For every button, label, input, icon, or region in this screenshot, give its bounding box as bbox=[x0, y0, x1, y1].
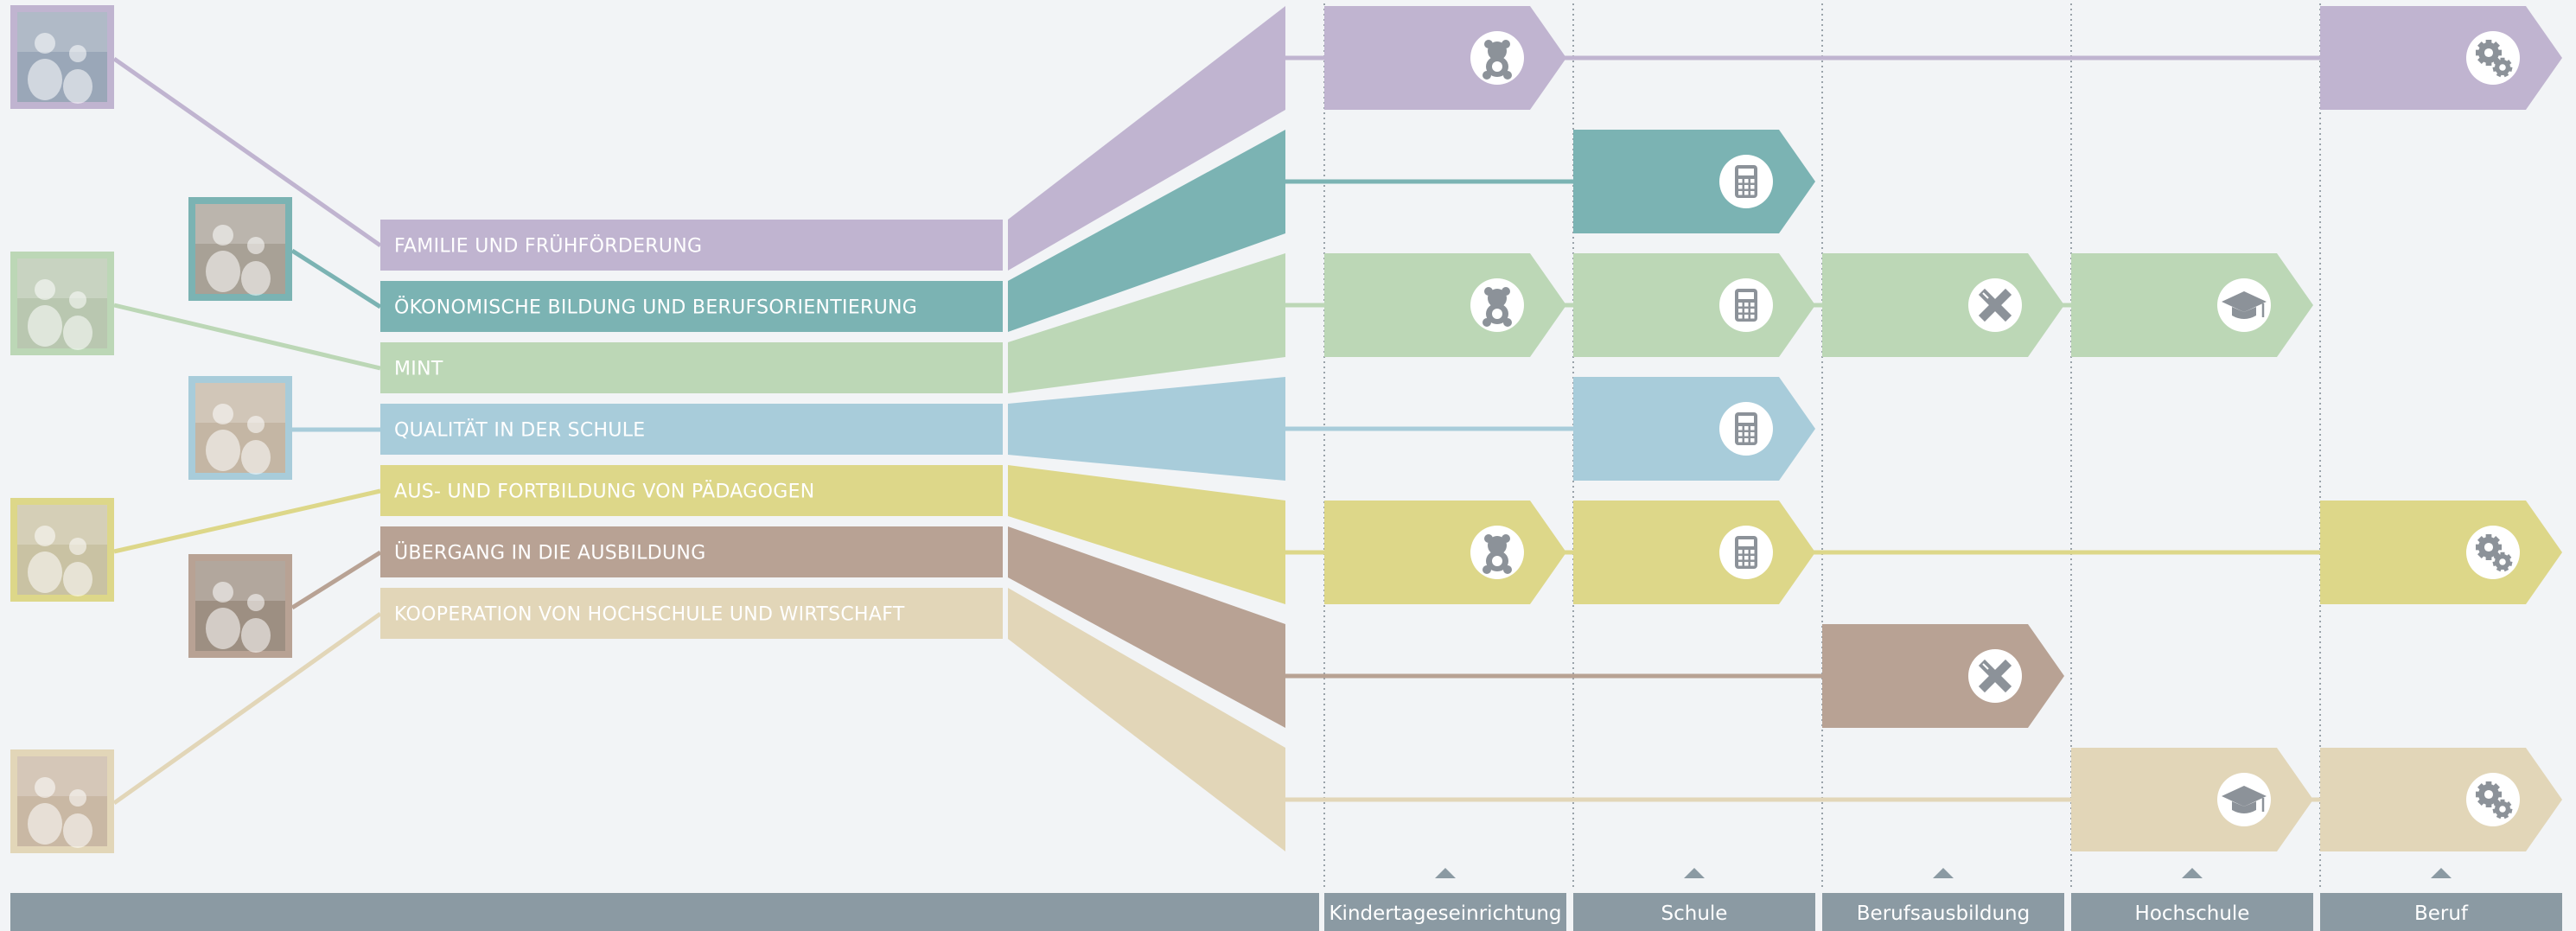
category-label: MINT bbox=[394, 359, 443, 380]
photo-seminar-icon bbox=[10, 498, 114, 602]
photo-microscope-icon bbox=[10, 252, 114, 355]
stage-name: Beruf bbox=[2414, 902, 2469, 925]
pencil-ruler-icon bbox=[1978, 288, 2012, 322]
photo-connector-line bbox=[290, 248, 382, 309]
category-fan-wedge bbox=[1008, 377, 1285, 481]
stage-arrow bbox=[1822, 624, 2064, 728]
teddy-bear-icon bbox=[1482, 40, 1512, 80]
category-fan-wedge bbox=[1008, 588, 1285, 851]
category-label: ÖKONOMISCHE BILDUNG UND BERUFSORIENTIERU… bbox=[394, 297, 917, 319]
category-label: AUS- UND FORTBILDUNG VON PÄDAGOGEN bbox=[394, 481, 815, 503]
stage-label-4: Hochschule bbox=[2071, 868, 2313, 931]
stage-name: Schule bbox=[1661, 902, 1728, 925]
bottom-bar bbox=[10, 893, 1319, 931]
stage-arrow bbox=[2320, 748, 2562, 851]
category-label-bar: ÜBERGANG IN DIE AUSBILDUNG bbox=[380, 526, 1003, 577]
teddy-bear-icon bbox=[1482, 287, 1512, 327]
stage-marker-icon bbox=[2431, 868, 2452, 878]
photo-classroom-icon bbox=[188, 197, 292, 301]
category-label: QUALITÄT IN DER SCHULE bbox=[394, 419, 646, 442]
stage-arrow bbox=[1573, 377, 1815, 481]
category-label: FAMILIE UND FRÜHFÖRDERUNG bbox=[394, 235, 702, 258]
category-label: KOOPERATION VON HOCHSCHULE UND WIRTSCHAF… bbox=[394, 604, 905, 626]
calculator-icon bbox=[1735, 165, 1757, 198]
category-fan-wedge bbox=[1008, 253, 1285, 393]
photo-connector-line bbox=[112, 611, 382, 806]
stage-arrow bbox=[1573, 253, 1815, 357]
stage-arrow bbox=[2320, 6, 2562, 110]
graduation-cap-icon bbox=[2222, 786, 2267, 813]
category-label-bar: MINT bbox=[380, 342, 1003, 393]
photo-connector-line bbox=[112, 56, 382, 248]
stage-label-1: Kindertageseinrichtung bbox=[1324, 868, 1566, 931]
stage-marker-icon bbox=[2182, 868, 2203, 878]
stage-marker-icon bbox=[1933, 868, 1954, 878]
stage-name: Kindertageseinrichtung bbox=[1329, 902, 1561, 925]
graduation-cap-icon bbox=[2222, 291, 2267, 319]
gears-icon bbox=[2476, 40, 2513, 78]
stage-arrow bbox=[1324, 253, 1566, 357]
photo-teacher-child-icon bbox=[10, 5, 114, 109]
stage-arrow bbox=[1573, 130, 1815, 233]
photo-connector-line bbox=[113, 303, 381, 371]
photo-workshop-icon bbox=[188, 554, 292, 658]
category-fan-wedge bbox=[1008, 130, 1285, 332]
photo-connector-line bbox=[290, 550, 382, 610]
photo-students-icon bbox=[188, 376, 292, 480]
stage-label-2: Schule bbox=[1573, 868, 1815, 931]
category-label: ÜBERGANG IN DIE AUSBILDUNG bbox=[394, 542, 706, 564]
category-label-bar: AUS- UND FORTBILDUNG VON PÄDAGOGEN bbox=[380, 465, 1003, 516]
category-fan-wedge bbox=[1008, 465, 1285, 604]
stage-marker-icon bbox=[1684, 868, 1705, 878]
category-label-bar: KOOPERATION VON HOCHSCHULE UND WIRTSCHAF… bbox=[380, 588, 1003, 639]
category-label-bar: QUALITÄT IN DER SCHULE bbox=[380, 404, 1003, 455]
category-label-bar: FAMILIE UND FRÜHFÖRDERUNG bbox=[380, 220, 1003, 271]
stage-marker-icon bbox=[1435, 868, 1456, 878]
photo-connector-line bbox=[113, 488, 381, 554]
gears-icon bbox=[2476, 781, 2513, 819]
stage-name: Berufsausbildung bbox=[1857, 902, 2030, 925]
category-label-bar: ÖKONOMISCHE BILDUNG UND BERUFSORIENTIERU… bbox=[380, 281, 1003, 332]
category-photos bbox=[10, 5, 292, 853]
fan-wedges bbox=[1008, 6, 1285, 851]
stage-bar: Kindertageseinrichtung Schule Berufsausbil… bbox=[10, 868, 2562, 931]
gears-icon bbox=[2476, 534, 2513, 572]
stage-arrow bbox=[1573, 501, 1815, 604]
stage-arrow bbox=[1324, 6, 1566, 110]
photo-lecture-icon bbox=[10, 749, 114, 853]
calculator-icon bbox=[1735, 536, 1757, 569]
stage-name: Hochschule bbox=[2135, 902, 2250, 925]
stage-label-5: Beruf bbox=[2320, 868, 2562, 931]
stage-arrow bbox=[1324, 501, 1566, 604]
stage-arrow bbox=[2071, 253, 2313, 357]
category-fan-wedge bbox=[1008, 526, 1285, 728]
stage-arrows bbox=[1324, 6, 2562, 851]
calculator-icon bbox=[1735, 412, 1757, 445]
calculator-icon bbox=[1735, 289, 1757, 322]
stage-arrow bbox=[2071, 748, 2313, 851]
stage-label-3: Berufsausbildung bbox=[1822, 868, 2064, 931]
category-labels: FAMILIE UND FRÜHFÖRDERUNG ÖKONOMISCHE BIL… bbox=[380, 220, 1003, 639]
stage-arrow bbox=[1822, 253, 2064, 357]
teddy-bear-icon bbox=[1482, 534, 1512, 574]
stage-arrow bbox=[2320, 501, 2562, 604]
category-fan-wedge bbox=[1008, 6, 1285, 271]
pencil-ruler-icon bbox=[1978, 659, 2012, 693]
